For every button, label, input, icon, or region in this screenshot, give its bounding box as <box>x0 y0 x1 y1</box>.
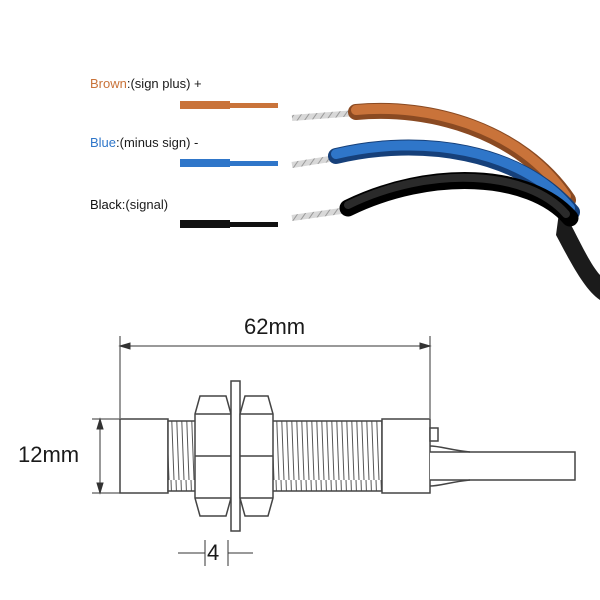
blue-wire <box>291 139 580 220</box>
legend-black-label: Black:(signal) <box>90 197 168 212</box>
legend-blue-label: Blue:(minus sign) - <box>90 135 198 150</box>
brown-wire <box>291 102 576 208</box>
nut-dimension <box>178 540 253 566</box>
length-dimension <box>118 336 432 418</box>
legend-brown-desc: :(sign plus) + <box>126 76 202 91</box>
legend-black-name: Black <box>90 197 122 212</box>
legend-blue-desc: :(minus sign) - <box>116 135 199 150</box>
sensor-face <box>119 418 169 494</box>
legend-brown-name: Brown <box>90 76 127 91</box>
sensor-body <box>119 380 576 532</box>
legend-brown-label: Brown:(sign plus) + <box>90 76 202 91</box>
legend-swatch-brown <box>180 101 278 109</box>
rear-housing <box>381 418 431 494</box>
legend-swatch-blue <box>180 159 278 167</box>
nut-width-label: 4 <box>207 540 220 565</box>
cable-jacket <box>556 205 600 300</box>
legend-swatch-black <box>180 220 278 228</box>
legend-blue-name: Blue <box>90 135 117 150</box>
legend-black-desc: :(signal) <box>121 197 169 212</box>
length-label: 62mm <box>244 314 306 339</box>
lock-washer <box>230 380 241 532</box>
black-wire <box>291 172 579 227</box>
output-cable <box>430 451 576 481</box>
diameter-label: 12mm <box>18 442 80 467</box>
